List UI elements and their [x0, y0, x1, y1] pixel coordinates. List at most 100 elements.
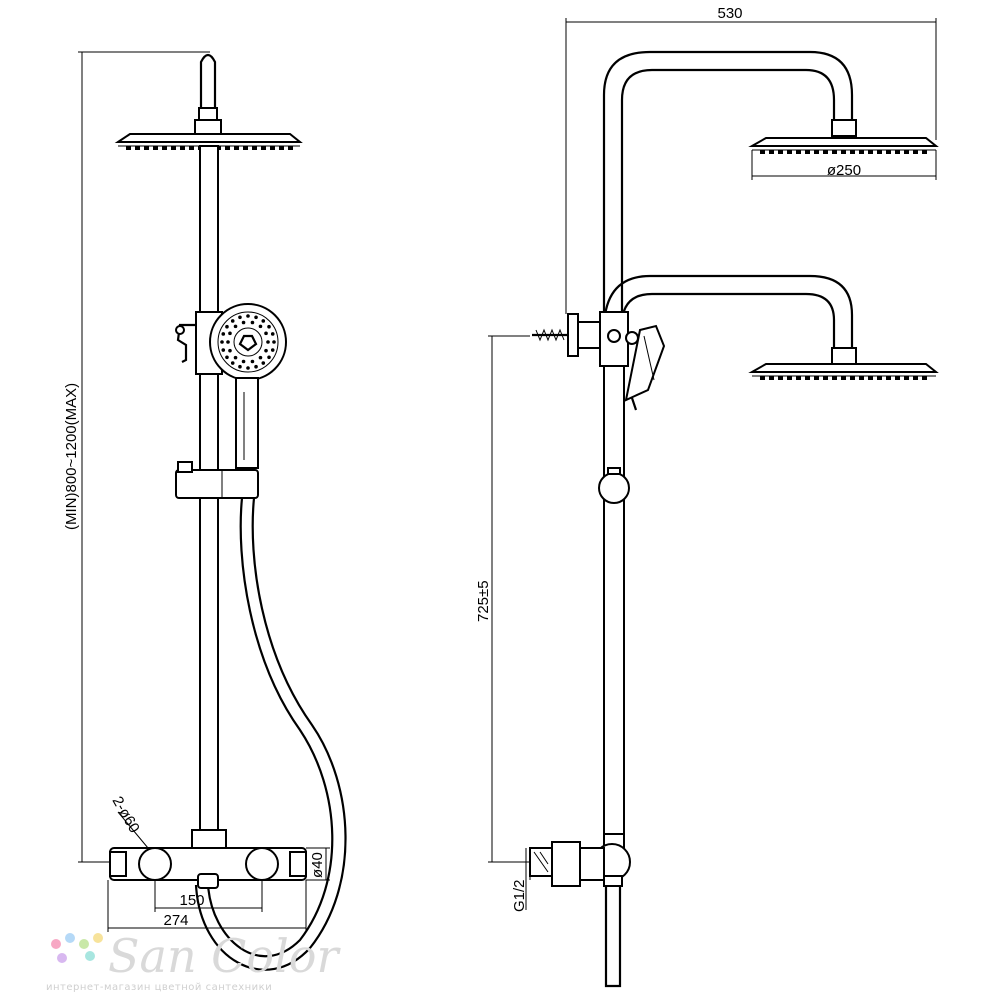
spray-hole [230, 319, 235, 323]
watermark-dot [57, 953, 67, 963]
nozzle [261, 146, 266, 150]
nozzle [832, 150, 837, 154]
nozzle [913, 376, 918, 380]
spray-hole [261, 361, 266, 365]
spray-hole [233, 324, 238, 329]
spray-hole [267, 355, 271, 360]
nozzle [859, 150, 864, 154]
nozzle [868, 150, 873, 154]
nozzle [904, 376, 909, 380]
nozzle [922, 150, 927, 154]
nozzle [787, 150, 792, 154]
spray-hole [220, 340, 224, 344]
nozzle [850, 376, 855, 380]
nozzle [288, 146, 293, 150]
spray-hole [246, 366, 250, 370]
thread-label: G1/2 [511, 879, 528, 912]
nozzle [904, 150, 909, 154]
spray-hole [233, 355, 238, 360]
spray-hole [254, 315, 258, 320]
nozzle [270, 146, 275, 150]
spray-hole [264, 348, 268, 353]
spray-hole [238, 364, 242, 369]
spray-hole [225, 355, 229, 360]
spray-hole [254, 364, 258, 369]
spray-hole [226, 340, 230, 344]
side-view: 530 ø250 725±5 G1/2 [475, 5, 939, 988]
overhead-shower-head-lower [748, 363, 939, 380]
total-width-label: 274 [163, 912, 188, 929]
spray-hole [241, 320, 246, 325]
nozzle [823, 376, 828, 380]
spray-hole [241, 359, 246, 364]
nozzle [796, 376, 801, 380]
nozzle [832, 376, 837, 380]
nozzle [243, 146, 248, 150]
center-distance-label: 150 [179, 892, 204, 909]
mixer-side [529, 833, 631, 988]
nozzle [877, 150, 882, 154]
nozzle [805, 376, 810, 380]
nozzle [814, 376, 819, 380]
spray-hole [246, 314, 250, 318]
spray-hole [228, 331, 232, 336]
nozzle [823, 150, 828, 154]
spray-hole [250, 359, 255, 364]
nozzle [760, 376, 765, 380]
nozzle [886, 376, 891, 380]
spray-hole [270, 332, 275, 336]
spray-hole [266, 340, 270, 344]
nozzle [922, 376, 927, 380]
nozzle [126, 146, 131, 150]
spray-hole [230, 361, 235, 365]
spray-hole [261, 319, 266, 323]
spray-hole [221, 332, 226, 336]
nozzle [234, 146, 239, 150]
nozzle [225, 146, 230, 150]
overhead-shower-head-upper [748, 137, 939, 154]
body-diameter-label: ø40 [309, 852, 326, 878]
nozzle [814, 150, 819, 154]
nozzle [886, 150, 891, 154]
nozzle [135, 146, 140, 150]
spray-hole [221, 348, 226, 352]
nozzle [252, 146, 257, 150]
nozzle [796, 150, 801, 154]
watermark-dot [93, 933, 103, 943]
nozzle [760, 150, 765, 154]
spray-hole [228, 348, 232, 353]
nozzle [841, 376, 846, 380]
nozzle [877, 376, 882, 380]
nozzle [859, 376, 864, 380]
nozzle [868, 376, 873, 380]
nozzle [805, 150, 810, 154]
spray-hole [238, 315, 242, 320]
shower-hose [206, 497, 334, 958]
nozzle [769, 376, 774, 380]
nozzle [850, 150, 855, 154]
head-diameter-label: ø250 [827, 162, 861, 179]
spray-hole [272, 340, 276, 344]
spray-hole [270, 348, 275, 352]
watermark-dot [51, 939, 61, 949]
slider-holder [175, 469, 259, 499]
watermark-dot [65, 933, 75, 943]
nozzle [279, 146, 284, 150]
nozzle [769, 150, 774, 154]
nozzle [895, 150, 900, 154]
watermark-brand: San Color [108, 929, 341, 983]
nozzle [778, 376, 783, 380]
nozzle [841, 150, 846, 154]
watermark: San Color интернет-магазин цветной санте… [46, 929, 341, 993]
front-view: (MIN)800~1200(MAX) 2-ø60 ø40 150 274 [63, 51, 347, 971]
watermark-logo-dots [51, 933, 103, 963]
nozzle [144, 146, 149, 150]
thermostat-mixer [109, 829, 307, 889]
nozzle [913, 150, 918, 154]
nozzle [787, 376, 792, 380]
hand-shower [209, 303, 287, 469]
spray-hole [225, 324, 229, 329]
riser-pipe-side [603, 325, 625, 837]
nozzle [189, 146, 194, 150]
